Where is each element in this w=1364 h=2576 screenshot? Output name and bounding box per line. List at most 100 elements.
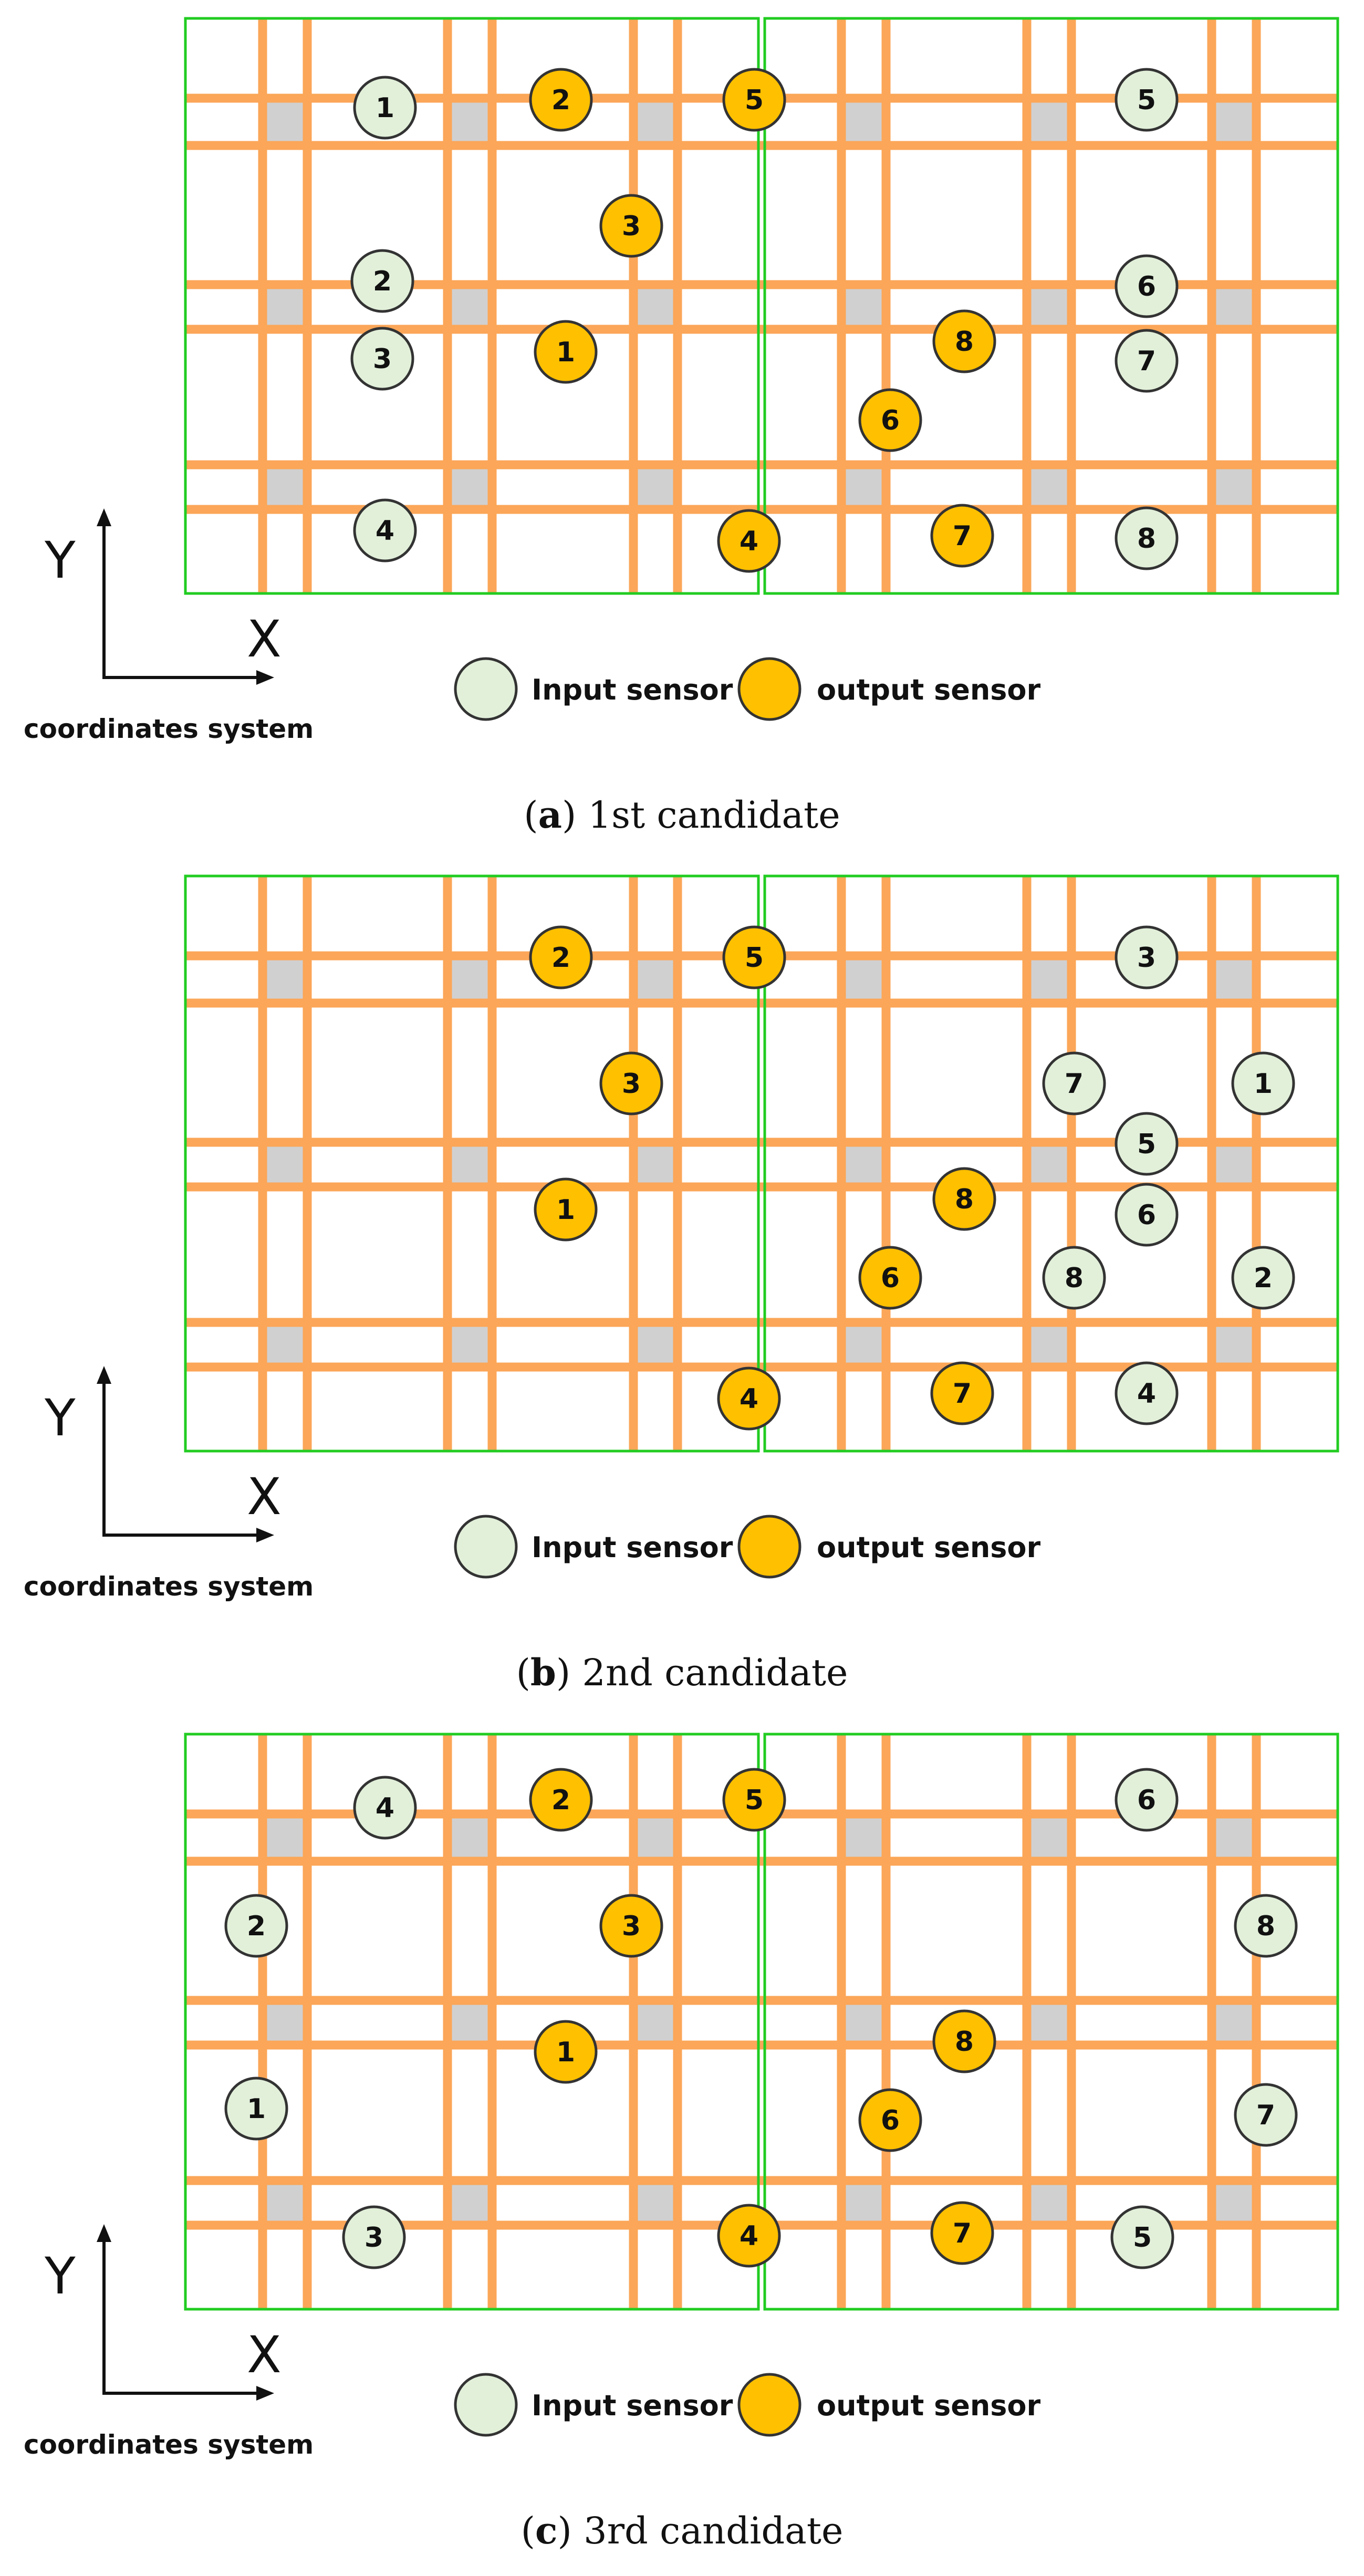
intersection-area	[1216, 469, 1252, 505]
road-vertical	[673, 18, 682, 593]
output-sensor-circle	[930, 2201, 994, 2265]
intersection-area	[1031, 1146, 1067, 1183]
input-sensor-3: 3	[350, 327, 414, 391]
block-right-border	[763, 17, 1339, 595]
road-group	[185, 1734, 1338, 2309]
output-sensor-circle	[599, 194, 663, 258]
output-sensor-circle	[722, 1768, 786, 1832]
output-sensor-1: 1	[534, 320, 598, 384]
intersection-area	[846, 1818, 882, 1857]
panel-c-caption-text: 3rd candidate	[584, 2509, 844, 2552]
intersection-area	[846, 960, 882, 999]
output-sensor-label: 1	[556, 2037, 575, 2068]
output-sensor-circle	[529, 925, 593, 989]
output-sensor-label: 1	[556, 1194, 575, 1226]
input-sensor-circle	[224, 2077, 288, 2141]
output-sensor-circle	[599, 1894, 663, 1958]
input-sensor-circle	[1234, 2083, 1298, 2147]
road-vertical	[881, 1734, 891, 2309]
input-sensor-6: 6	[1115, 1768, 1179, 1832]
input-sensor-circle	[1231, 1246, 1295, 1310]
input-sensor-6: 6	[1115, 254, 1179, 318]
road-horizontal	[185, 141, 1338, 150]
output-sensor-circle	[534, 2020, 598, 2084]
input-sensor-circle	[1042, 1246, 1106, 1310]
input-sensor-8: 8	[1042, 1246, 1106, 1310]
output-sensor-6: 6	[858, 2088, 922, 2152]
x-axis-label: X	[247, 1467, 282, 1526]
input-sensor-7: 7	[1042, 1051, 1106, 1115]
road-group	[185, 876, 1338, 1451]
legend-output-swatch	[737, 1515, 801, 1579]
output-sensor-circle	[930, 504, 994, 568]
intersection-area	[267, 469, 303, 505]
input-sensor-label: 4	[1137, 1378, 1156, 1410]
intersection-area	[1031, 2005, 1067, 2041]
x-axis-label: X	[247, 610, 282, 669]
input-sensor-label: 2	[247, 1911, 266, 1942]
road-vertical	[443, 1734, 452, 2309]
output-sensor-circle	[930, 1361, 994, 1425]
road-horizontal	[185, 1318, 1338, 1327]
x-axis-arrowhead	[256, 670, 274, 685]
road-horizontal	[185, 1362, 1338, 1372]
input-sensor-circle	[1234, 1894, 1298, 1958]
input-sensor-circle	[224, 1894, 288, 1958]
road-vertical	[443, 876, 452, 1451]
input-sensor-label: 6	[1137, 271, 1156, 303]
block-left-border	[184, 1733, 760, 2311]
input-sensor-label: 4	[376, 1792, 394, 1824]
road-horizontal	[185, 1996, 1338, 2005]
output-sensor-circle	[534, 1177, 598, 1242]
output-sensor-7: 7	[930, 504, 994, 568]
input-sensor-circle	[1110, 2205, 1174, 2269]
intersection-area	[267, 1327, 303, 1363]
input-sensor-7: 7	[1234, 2083, 1298, 2147]
output-sensor-label: 2	[551, 1785, 570, 1816]
road-horizontal	[185, 460, 1338, 470]
intersection-area	[638, 2185, 673, 2221]
legend-input-label: Input sensor	[532, 2389, 733, 2422]
input-sensor-4: 4	[353, 1776, 417, 1840]
output-sensor-3: 3	[599, 1051, 663, 1115]
output-sensor-circle	[529, 68, 593, 132]
input-sensor-circle	[342, 2205, 406, 2269]
road-vertical	[1022, 1734, 1032, 2309]
input-sensor-circle	[1042, 1051, 1106, 1115]
road-horizontal	[185, 280, 1338, 289]
legend-input-label: Input sensor	[532, 673, 733, 706]
input-sensor-4: 4	[1115, 1361, 1179, 1425]
output-sensor-3: 3	[599, 1894, 663, 1958]
input-sensor-label: 8	[1137, 523, 1156, 555]
input-sensor-label: 7	[1137, 346, 1156, 377]
road-vertical	[487, 1734, 497, 2309]
input-sensor-5: 5	[1110, 2205, 1174, 2269]
legend-input-label: Input sensor	[532, 1531, 733, 1564]
coordinates-system-caption: coordinates system	[24, 714, 314, 744]
intersection-group	[267, 1818, 1252, 2221]
road-vertical	[1252, 876, 1261, 1451]
output-sensor-label: 8	[955, 1184, 974, 1215]
intersection-area	[638, 469, 673, 505]
road-vertical	[303, 1734, 312, 2309]
output-sensor-label: 7	[953, 1378, 972, 1410]
output-sensor-circle	[717, 1367, 781, 1431]
intersection-area	[1216, 1818, 1252, 1857]
block-left-border	[184, 17, 760, 595]
intersection-area	[846, 102, 882, 141]
output-sensor-circle	[858, 1246, 922, 1310]
output-sensor-label: 6	[881, 405, 900, 436]
input-sensor-3: 3	[1115, 925, 1179, 989]
output-sensor-circle	[534, 320, 598, 384]
input-sensor-label: 5	[1137, 1129, 1156, 1160]
intersection-area	[638, 2005, 673, 2041]
intersection-area	[452, 469, 488, 505]
x-axis-arrowhead	[256, 1528, 274, 1542]
input-sensor-8: 8	[1115, 506, 1179, 570]
output-sensor-label: 3	[622, 211, 641, 242]
road-vertical	[443, 18, 452, 593]
